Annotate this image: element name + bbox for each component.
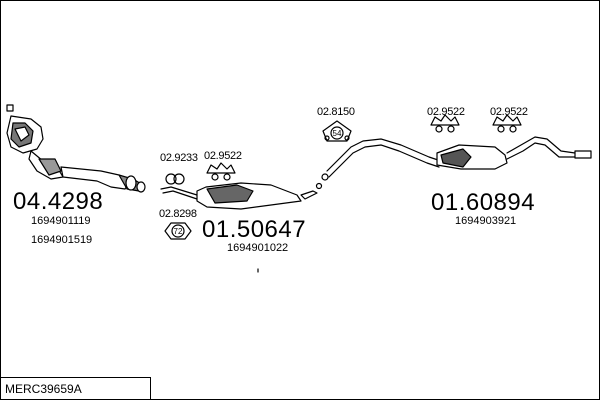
- diagram-code: MERC39659A: [5, 382, 82, 396]
- rear-hanger-b-part-number: 02.9522: [490, 106, 528, 118]
- gasket-badge: 72: [174, 227, 183, 236]
- rubber-mount-icon: [322, 120, 352, 142]
- center-muffler-illustration: [160, 182, 323, 210]
- center-part-number: 01.50647: [202, 216, 307, 243]
- diagram-code-box: MERC39659A: [1, 377, 151, 399]
- rear-ref-1: 1694903921: [455, 215, 517, 227]
- catalytic-converter-illustration: [6, 104, 146, 193]
- rear-hanger-icon-b: [492, 114, 522, 133]
- hanger-icon: [206, 162, 236, 181]
- rear-hanger-icon-a: [430, 114, 460, 133]
- center-ref-1: 1694901022: [227, 242, 289, 254]
- hanger-part-number: 02.9522: [204, 150, 242, 162]
- mount-part-number: 02.8150: [317, 106, 355, 118]
- rear-hanger-a-part-number: 02.9522: [427, 106, 465, 118]
- catalyst-part-number: 04.4298: [13, 188, 104, 215]
- gasket-icon: [164, 222, 192, 240]
- rear-part-number: 01.60894: [431, 189, 536, 216]
- clamp-icon: [165, 173, 185, 185]
- gasket-part-number: 02.8298: [159, 208, 197, 220]
- mount-badge: 54: [333, 129, 342, 138]
- clamp-part-number: 02.9233: [160, 152, 198, 164]
- catalyst-ref-2: 1694901519: [31, 234, 93, 246]
- catalyst-ref-1: 1694901119: [31, 215, 91, 227]
- rear-muffler-illustration: [321, 136, 592, 181]
